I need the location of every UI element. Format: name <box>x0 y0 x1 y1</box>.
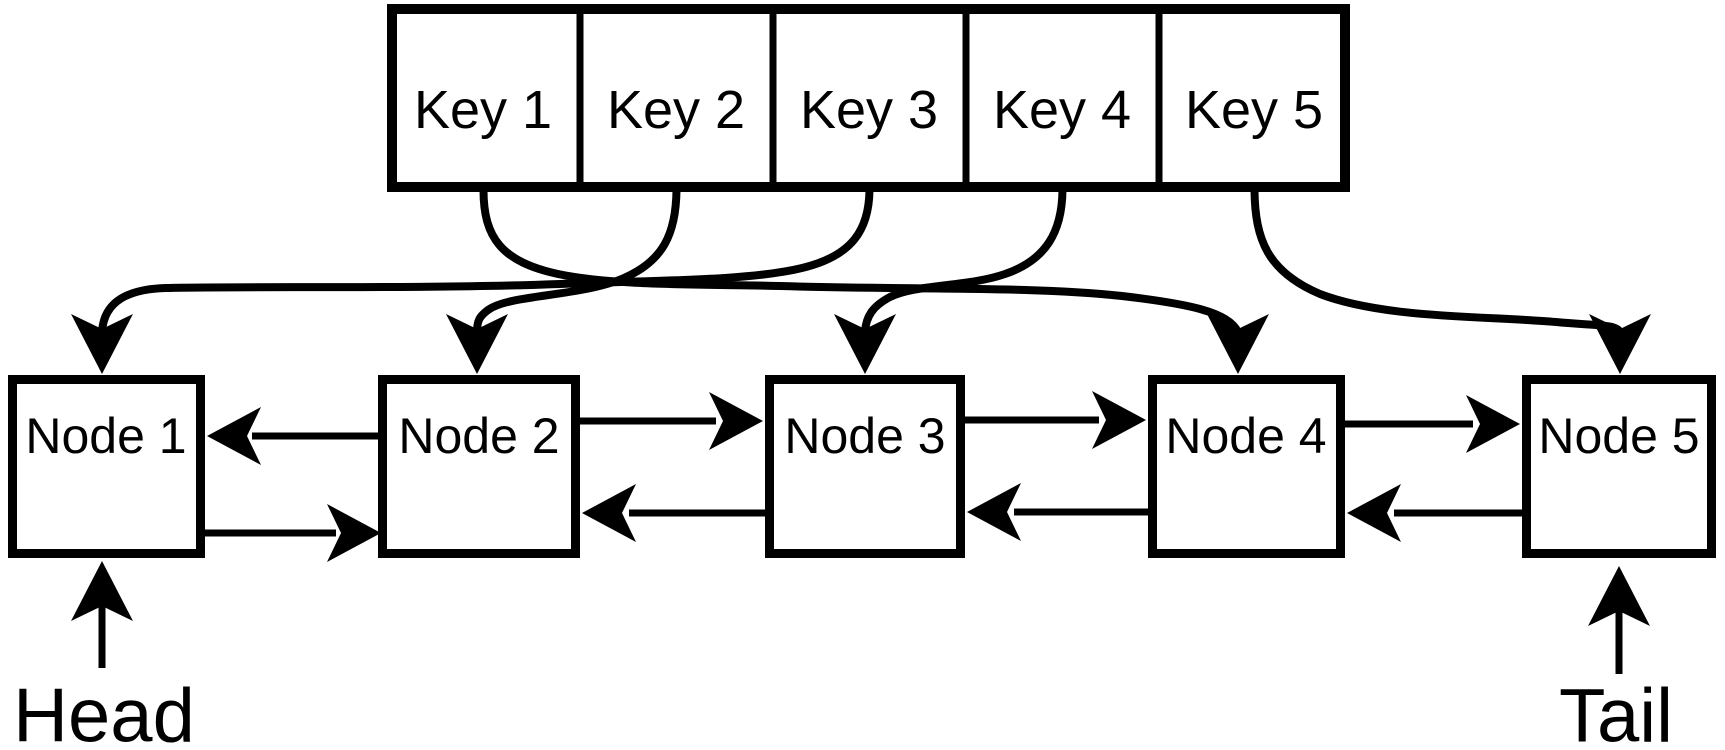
arrowhead-right-node4 <box>1092 391 1146 449</box>
arrowhead-up-tail <box>1588 566 1650 626</box>
node-3-label: Node 3 <box>784 408 945 464</box>
node-4-box <box>1148 375 1345 558</box>
hash-table-outline <box>387 4 1350 192</box>
key-4-label: Key 4 <box>993 80 1131 140</box>
pointer-key3-to-node1 <box>98 189 874 333</box>
key-3-label: Key 3 <box>800 80 938 140</box>
pointer-key2-to-node2 <box>473 189 681 333</box>
pointer-key4-to-node3 <box>861 189 1067 333</box>
key-node-pointers <box>71 189 1651 374</box>
node-2-label: Node 2 <box>398 408 559 464</box>
arrowhead-right-node5 <box>1466 395 1520 453</box>
arrowhead-up-head <box>71 561 133 621</box>
node-row: Node 1 Node 2 Node 3 Node 4 Node 5 <box>8 375 1716 558</box>
node-1-box <box>8 375 205 558</box>
node-3-box <box>765 375 965 558</box>
arrowhead-left-node1 <box>207 407 261 465</box>
tail-pointer: Tail <box>1559 566 1673 750</box>
tail-label: Tail <box>1559 674 1673 750</box>
node-5-box <box>1522 375 1716 558</box>
key-1-label: Key 1 <box>414 80 552 140</box>
arrowhead-right-node3 <box>709 392 763 450</box>
node-1-label: Node 1 <box>25 408 186 464</box>
pointer-key1-to-node4 <box>479 189 1242 335</box>
key-5-label: Key 5 <box>1185 80 1323 140</box>
node-5-label: Node 5 <box>1538 408 1699 464</box>
arrowhead-down-node4 <box>1207 314 1269 374</box>
node-link-arrows <box>203 391 1524 562</box>
head-pointer: Head <box>13 561 195 750</box>
arrowhead-left-node2 <box>582 484 636 542</box>
arrowhead-right-node2 <box>327 504 381 562</box>
pointer-key5-to-node5 <box>1250 189 1624 335</box>
node-4-label: Node 4 <box>1165 408 1326 464</box>
arrowhead-down-node3 <box>834 314 896 374</box>
hash-table: Key 1 Key 2 Key 3 Key 4 Key 5 <box>387 4 1350 192</box>
head-label: Head <box>13 674 195 750</box>
arrowhead-left-node4 <box>1347 484 1401 542</box>
key-2-label: Key 2 <box>607 80 745 140</box>
arrowhead-down-node5 <box>1589 314 1651 374</box>
arrowhead-down-node2 <box>446 314 508 374</box>
arrowhead-left-node3 <box>967 483 1021 541</box>
node-2-box <box>378 375 580 558</box>
arrowhead-down-node1 <box>71 314 133 374</box>
